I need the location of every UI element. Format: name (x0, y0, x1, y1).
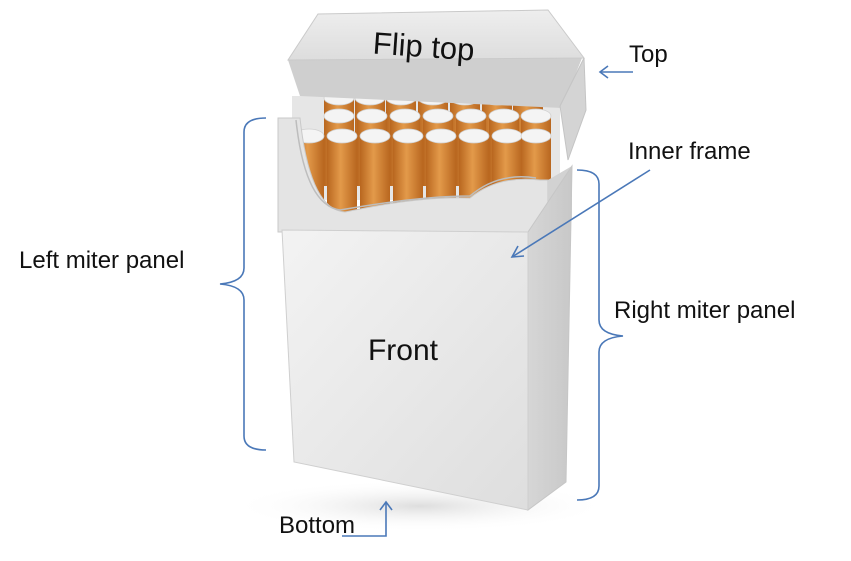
inner-frame-label: Inner frame (628, 138, 751, 165)
bottom-arrow (342, 502, 387, 537)
cigarette-end (425, 128, 457, 144)
cigarette-end (356, 108, 388, 124)
cigarette-end (491, 128, 523, 144)
cigarette-end (389, 108, 421, 124)
inner-frame-arrowhead (510, 245, 525, 258)
cigarette-end (422, 108, 454, 124)
annotation-arrows (219, 65, 651, 537)
lid-top-face (287, 9, 585, 61)
cigarette-end (488, 108, 520, 124)
bottom-label: Bottom (279, 512, 355, 539)
inner-frame-lip (295, 119, 537, 211)
inner-frame-arrow (511, 169, 651, 258)
bottom-arrowhead (379, 500, 393, 511)
left-miter-panel-label: Left miter panel (19, 247, 184, 274)
right-miter-brace (576, 169, 624, 501)
top-label: Top (629, 41, 668, 68)
inner-frame-front (277, 117, 549, 233)
cigarette-end (520, 128, 552, 144)
cigarette-end (458, 128, 490, 144)
cigarette-end (323, 108, 355, 124)
lid-side (559, 57, 587, 161)
front-label: Front (368, 334, 439, 367)
cigarette-end (520, 108, 552, 124)
cigarette-end (326, 128, 358, 144)
cigarette-end (359, 128, 391, 144)
top-arrowhead (598, 65, 609, 79)
cigarette-filter (327, 136, 357, 220)
left-miter-brace (219, 117, 267, 451)
right-miter-panel-label: Right miter panel (614, 297, 795, 324)
front-panel (281, 229, 529, 511)
lid-underside (288, 58, 582, 108)
flip-top-label: Flip top (372, 26, 476, 68)
cigarette-end (455, 108, 487, 124)
cigarette-end (392, 128, 424, 144)
